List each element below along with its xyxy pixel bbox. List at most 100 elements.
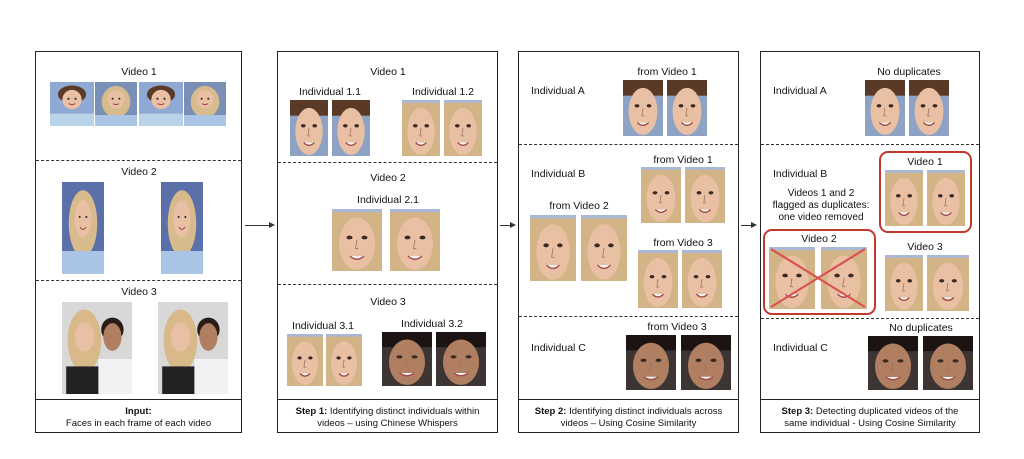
face-crop xyxy=(638,250,678,308)
individual-1-1-label: Individual 1.1 xyxy=(299,86,361,98)
individual-b-label: Individual B xyxy=(531,168,586,180)
removed-video-highlight xyxy=(763,229,876,315)
face-crop xyxy=(326,334,362,386)
flow-arrow xyxy=(245,222,275,228)
section-divider xyxy=(519,144,738,145)
face-crop xyxy=(626,335,676,390)
from-video-3-label: from Video 3 xyxy=(647,321,707,333)
video-3-label: Video 3 xyxy=(370,296,406,308)
caption-text-2: videos – using Chinese Whispers xyxy=(317,418,458,429)
removed-cross-icon xyxy=(770,248,866,308)
face-crop xyxy=(402,100,440,156)
face-frame xyxy=(184,82,226,126)
section-divider xyxy=(36,280,241,281)
section-divider xyxy=(278,284,497,285)
duplicate-note-line-1: Videos 1 and 2 xyxy=(787,188,855,199)
face-crop xyxy=(685,167,725,223)
no-duplicates-label: No duplicates xyxy=(877,66,941,78)
face-crop xyxy=(444,100,482,156)
face-crop xyxy=(436,332,486,386)
face-frame xyxy=(50,82,94,126)
face-frame xyxy=(139,82,183,126)
face-crop xyxy=(923,336,973,390)
video-1-label: Video 1 xyxy=(370,66,406,78)
face-crop xyxy=(332,100,370,156)
flow-arrow xyxy=(741,222,757,228)
duplicate-note-line-3: one video removed xyxy=(778,212,864,223)
flow-arrow xyxy=(500,222,516,228)
section-divider xyxy=(761,144,979,145)
section-divider xyxy=(278,162,497,163)
caption-title: Step 3: xyxy=(781,406,814,417)
input-panel: Video 1 Video 2 Video 3 Input: Faces in … xyxy=(35,51,242,433)
caption-divider xyxy=(278,399,497,400)
step1-caption: Step 1: Identifying distinct individuals… xyxy=(278,406,497,430)
caption-text: Detecting duplicated videos of the xyxy=(813,406,959,417)
individual-3-1-label: Individual 3.1 xyxy=(292,320,354,332)
no-duplicates-label: No duplicates xyxy=(889,322,953,334)
caption-title: Input: xyxy=(125,406,152,417)
video-2-label: Video 2 xyxy=(370,172,406,184)
face-crop xyxy=(332,209,382,271)
face-frame xyxy=(158,302,228,394)
face-frame xyxy=(161,182,203,274)
caption-text: Identifying distinct individuals across xyxy=(566,406,723,417)
video-3-label: Video 3 xyxy=(121,286,157,298)
from-video-1-label: from Video 1 xyxy=(653,154,713,166)
face-crop xyxy=(927,255,969,311)
individual-a-label: Individual A xyxy=(773,85,827,97)
from-video-3-label: from Video 3 xyxy=(653,237,713,249)
face-crop xyxy=(769,247,815,309)
caption-title: Step 1: xyxy=(295,406,328,417)
step2-panel: Individual A from Video 1 Individual B f… xyxy=(518,51,739,433)
step3-caption: Step 3: Detecting duplicated videos of t… xyxy=(761,406,979,430)
caption-divider xyxy=(519,399,738,400)
video-2-label: Video 2 xyxy=(121,166,157,178)
face-frame xyxy=(62,302,132,394)
face-crop xyxy=(885,170,923,226)
video-3-label: Video 3 xyxy=(907,241,943,253)
face-crop xyxy=(581,215,627,281)
individual-3-2-label: Individual 3.2 xyxy=(401,318,463,330)
face-frame xyxy=(62,182,104,274)
face-crop xyxy=(641,167,681,223)
from-video-1-label: from Video 1 xyxy=(637,66,697,78)
caption-divider xyxy=(36,399,241,400)
face-crop xyxy=(909,80,949,136)
caption-divider xyxy=(761,399,979,400)
duplicate-note-line-2: flagged as duplicates: xyxy=(772,200,870,211)
face-crop xyxy=(885,255,923,311)
face-frame xyxy=(95,82,137,126)
video-1-label: Video 1 xyxy=(121,66,157,78)
face-crop xyxy=(287,334,323,386)
caption-text-2: videos – Using Cosine Similarity xyxy=(560,418,697,429)
face-crop xyxy=(682,250,722,308)
face-crop xyxy=(865,80,905,136)
face-crop xyxy=(390,209,440,271)
video-2-label: Video 2 xyxy=(801,233,837,245)
face-crop xyxy=(382,332,432,386)
input-caption: Input: Faces in each frame of each video xyxy=(36,406,241,430)
face-crop xyxy=(927,170,965,226)
individual-c-label: Individual C xyxy=(773,342,828,354)
individual-a-label: Individual A xyxy=(531,85,585,97)
face-crop xyxy=(821,247,867,309)
step3-panel: Individual A No duplicates Individual B … xyxy=(760,51,980,433)
step2-caption: Step 2: Identifying distinct individuals… xyxy=(519,406,738,430)
caption-text-2: same individual - Using Cosine Similarit… xyxy=(784,418,956,429)
from-video-2-label: from Video 2 xyxy=(549,200,609,212)
face-crop xyxy=(623,80,663,136)
individual-1-2-label: Individual 1.2 xyxy=(412,86,474,98)
face-crop xyxy=(290,100,328,156)
caption-text: Faces in each frame of each video xyxy=(65,418,212,429)
step1-panel: Video 1 Individual 1.1 Individual 1.2 Vi… xyxy=(277,51,498,433)
section-divider xyxy=(36,160,241,161)
individual-c-label: Individual C xyxy=(531,342,586,354)
section-divider xyxy=(761,318,979,319)
caption-title: Step 2: xyxy=(534,406,567,417)
caption-text: Identifying distinct individuals within xyxy=(327,406,480,417)
video-1-label: Video 1 xyxy=(907,156,943,168)
individual-2-1-label: Individual 2.1 xyxy=(357,194,419,206)
kept-video-highlight xyxy=(879,151,972,233)
face-crop xyxy=(530,215,576,281)
